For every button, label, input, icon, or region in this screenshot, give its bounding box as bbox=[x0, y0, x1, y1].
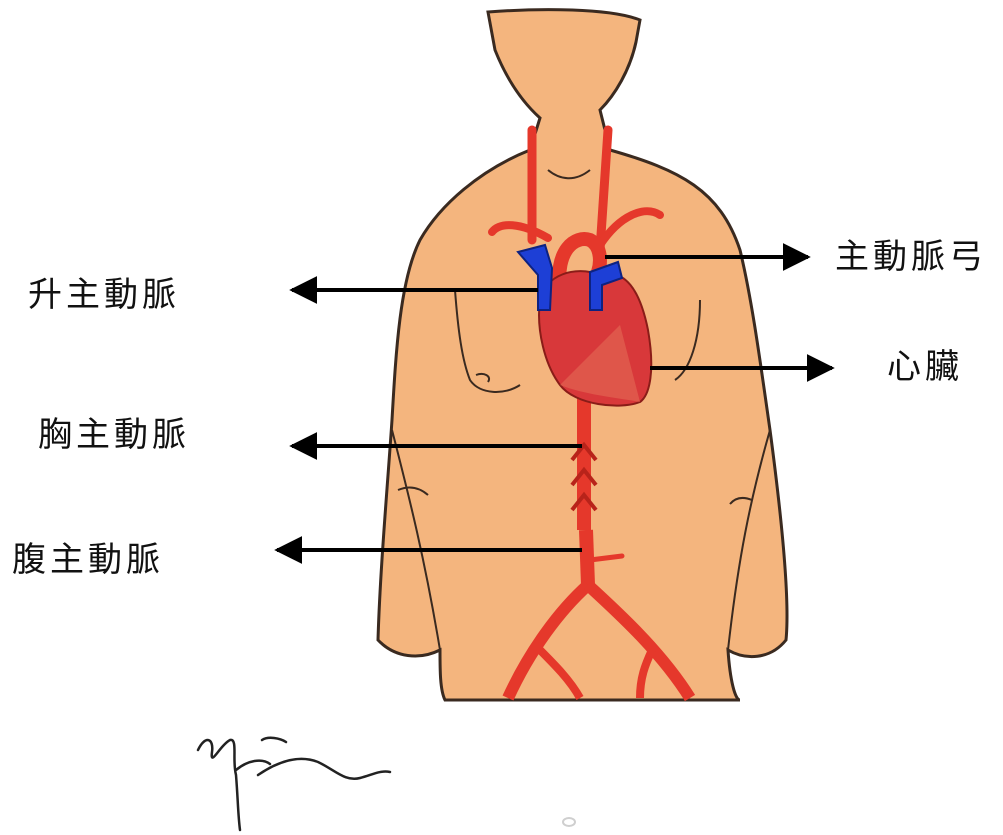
abdominal-aorta-vessel bbox=[586, 530, 588, 585]
small-circle-mark bbox=[563, 818, 575, 826]
label-abdominal-aorta: 腹主動脈 bbox=[12, 540, 164, 580]
label-ascending-aorta: 升主動脈 bbox=[28, 275, 180, 315]
label-aortic-arch: 主動脈弓 bbox=[835, 237, 987, 277]
label-thoracic-aorta: 胸主動脈 bbox=[38, 415, 190, 455]
label-heart: 心臟 bbox=[887, 347, 963, 387]
signature bbox=[198, 738, 390, 830]
